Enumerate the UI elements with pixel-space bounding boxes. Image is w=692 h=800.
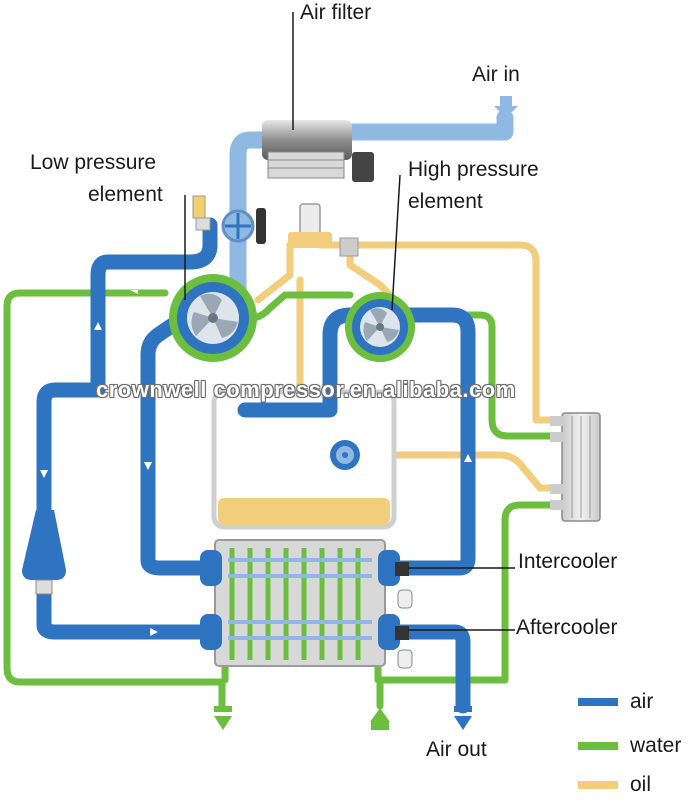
air-filter-unit <box>262 120 374 182</box>
air-in-arrow <box>494 96 518 118</box>
water-line-return <box>376 501 564 710</box>
water-out-port <box>214 706 232 730</box>
air-loop-left <box>36 217 223 640</box>
oil-cooler <box>550 412 601 522</box>
air-aftercooler-out <box>387 624 471 714</box>
high-pressure-label-line1: High pressure <box>408 158 539 181</box>
oil-line-pump-to-cooler <box>341 451 564 492</box>
legend-item-air: air <box>578 689 653 715</box>
cooler-block <box>200 539 413 669</box>
flow-arrows <box>40 290 472 636</box>
legend-item-oil: oil <box>578 772 651 798</box>
watermark: crownwell compressor.en.alibaba.com <box>96 377 516 402</box>
intake-valve <box>192 195 266 244</box>
air-out-label: Air out <box>426 738 487 761</box>
legend-swatch-water <box>578 742 618 750</box>
legend-swatch-air <box>578 698 618 706</box>
oil-pump <box>330 440 360 470</box>
low-pressure-label-line2: element <box>88 183 163 206</box>
water-in-port <box>370 708 390 730</box>
oil-tank <box>211 389 397 530</box>
legend-label-air: air <box>630 690 654 713</box>
leader-lines <box>184 12 515 631</box>
air-filter-label: Air filter <box>300 1 372 24</box>
oil-filter <box>288 203 359 257</box>
oil-line-to-low <box>254 241 294 304</box>
water-line-left-loop <box>3 289 226 710</box>
low-pressure-element <box>169 274 257 362</box>
aftercooler-label: Aftercooler <box>516 616 618 639</box>
water-line-to-oilcooler <box>406 311 564 440</box>
intercooler-label: Intercooler <box>518 550 618 573</box>
legend-swatch-oil <box>578 781 618 789</box>
air-intercooler-to-high <box>237 307 476 576</box>
air-intake-duct <box>341 109 514 141</box>
high-pressure-element <box>345 292 415 362</box>
legend-item-water: water <box>578 733 681 759</box>
high-pressure-label-line2: element <box>408 190 483 213</box>
water-separator <box>22 510 66 595</box>
low-pressure-label-line1: Low pressure <box>30 151 157 174</box>
air-in-label: Air in <box>472 63 520 86</box>
air-low-to-intercooler <box>140 312 218 576</box>
oil-line-top-right <box>316 241 564 424</box>
legend-label-water: water <box>630 734 682 757</box>
legend-label-oil: oil <box>630 773 652 796</box>
air-out-port <box>454 706 472 730</box>
air-lines <box>36 109 514 714</box>
air-filter-outlet <box>229 131 277 309</box>
